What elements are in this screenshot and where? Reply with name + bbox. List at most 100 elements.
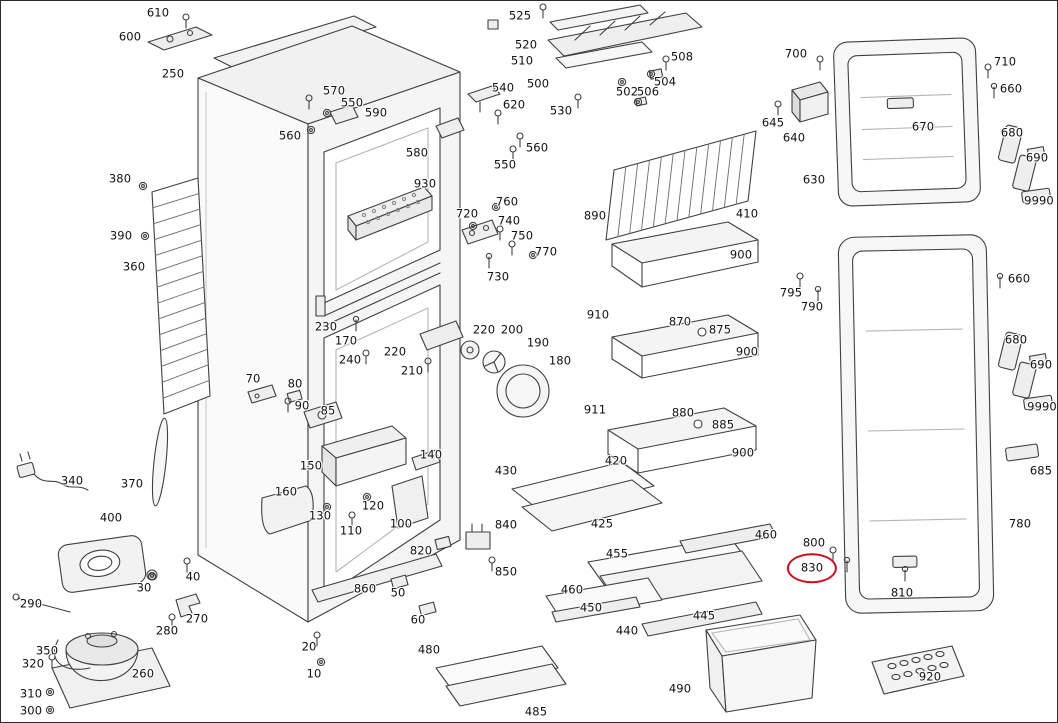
part-label-540[interactable]: 540 (491, 80, 515, 95)
part-label-840[interactable]: 840 (494, 517, 518, 532)
part-label-150[interactable]: 150 (299, 458, 323, 473)
part-label-455[interactable]: 455 (605, 546, 629, 561)
part-label-210[interactable]: 210 (400, 363, 424, 378)
part-label-870[interactable]: 870 (668, 314, 692, 329)
part-label-10[interactable]: 10 (306, 666, 322, 681)
part-label-400[interactable]: 400 (99, 510, 123, 525)
part-label-860[interactable]: 860 (353, 581, 377, 596)
part-label-500[interactable]: 500 (526, 76, 550, 91)
part-label-300[interactable]: 300 (19, 703, 43, 718)
part-label-730[interactable]: 730 (486, 269, 510, 284)
part-label-85[interactable]: 85 (320, 403, 336, 418)
part-label-810[interactable]: 810 (890, 585, 914, 600)
part-label-660[interactable]: 660 (1007, 271, 1031, 286)
part-label-690[interactable]: 690 (1029, 357, 1053, 372)
part-label-270[interactable]: 270 (185, 611, 209, 626)
part-label-410[interactable]: 410 (735, 206, 759, 221)
part-label-420[interactable]: 420 (604, 453, 628, 468)
part-label-90[interactable]: 90 (294, 398, 310, 413)
part-label-550[interactable]: 550 (340, 95, 364, 110)
part-label-720[interactable]: 720 (455, 206, 479, 221)
part-label-310[interactable]: 310 (19, 686, 43, 701)
part-label-200[interactable]: 200 (500, 322, 524, 337)
part-label-510[interactable]: 510 (510, 53, 534, 68)
part-label-390[interactable]: 390 (109, 228, 133, 243)
part-label-502[interactable]: 502 (615, 84, 639, 99)
part-label-930[interactable]: 930 (413, 176, 437, 191)
part-label-530[interactable]: 530 (549, 103, 573, 118)
part-label-830-highlighted[interactable]: 830 (800, 560, 824, 575)
part-label-750[interactable]: 750 (510, 228, 534, 243)
part-label-504[interactable]: 504 (653, 74, 677, 89)
part-label-525[interactable]: 525 (508, 8, 532, 23)
part-label-70[interactable]: 70 (245, 371, 261, 386)
part-label-670[interactable]: 670 (911, 119, 935, 134)
part-label-506[interactable]: 506 (636, 84, 660, 99)
part-label-600[interactable]: 600 (118, 29, 142, 44)
part-label-445[interactable]: 445 (692, 608, 716, 623)
part-label-660[interactable]: 660 (999, 81, 1023, 96)
part-label-290[interactable]: 290 (19, 596, 43, 611)
part-label-680[interactable]: 680 (1004, 332, 1028, 347)
part-label-630[interactable]: 630 (802, 172, 826, 187)
part-label-190[interactable]: 190 (526, 335, 550, 350)
part-label-560[interactable]: 560 (278, 128, 302, 143)
part-label-560[interactable]: 560 (525, 140, 549, 155)
part-label-685[interactable]: 685 (1029, 463, 1053, 478)
part-label-30[interactable]: 30 (136, 580, 152, 595)
part-label-380[interactable]: 380 (108, 171, 132, 186)
part-label-911[interactable]: 911 (583, 402, 607, 417)
part-label-250[interactable]: 250 (161, 66, 185, 81)
part-label-120[interactable]: 120 (361, 498, 385, 513)
part-label-910[interactable]: 910 (586, 307, 610, 322)
part-label-370[interactable]: 370 (120, 476, 144, 491)
part-label-480[interactable]: 480 (417, 642, 441, 657)
part-label-610[interactable]: 610 (146, 5, 170, 20)
part-label-885[interactable]: 885 (711, 417, 735, 432)
part-label-60[interactable]: 60 (410, 612, 426, 627)
part-label-508[interactable]: 508 (670, 49, 694, 64)
part-label-240[interactable]: 240 (338, 352, 362, 367)
part-label-880[interactable]: 880 (671, 405, 695, 420)
part-label-180[interactable]: 180 (548, 353, 572, 368)
part-label-570[interactable]: 570 (322, 83, 346, 98)
part-label-140[interactable]: 140 (419, 447, 443, 462)
part-label-875[interactable]: 875 (708, 322, 732, 337)
part-label-160[interactable]: 160 (274, 484, 298, 499)
part-label-110[interactable]: 110 (339, 523, 363, 538)
part-label-490[interactable]: 490 (668, 681, 692, 696)
part-label-450[interactable]: 450 (579, 600, 603, 615)
part-label-460[interactable]: 460 (754, 527, 778, 542)
part-label-40[interactable]: 40 (185, 569, 201, 584)
part-label-800[interactable]: 800 (802, 535, 826, 550)
part-label-220[interactable]: 220 (383, 344, 407, 359)
part-label-780[interactable]: 780 (1008, 516, 1032, 531)
part-label-460[interactable]: 460 (560, 582, 584, 597)
part-label-280[interactable]: 280 (155, 623, 179, 638)
part-label-360[interactable]: 360 (122, 259, 146, 274)
part-label-550[interactable]: 550 (493, 157, 517, 172)
part-label-710[interactable]: 710 (993, 54, 1017, 69)
part-label-760[interactable]: 760 (495, 194, 519, 209)
part-label-350[interactable]: 350 (35, 643, 59, 658)
part-label-645[interactable]: 645 (761, 115, 785, 130)
part-label-230[interactable]: 230 (314, 319, 338, 334)
part-label-485[interactable]: 485 (524, 704, 548, 719)
part-label-620[interactable]: 620 (502, 97, 526, 112)
part-label-220[interactable]: 220 (472, 322, 496, 337)
part-label-580[interactable]: 580 (405, 145, 429, 160)
part-label-320[interactable]: 320 (21, 656, 45, 671)
part-label-430[interactable]: 430 (494, 463, 518, 478)
part-label-9990[interactable]: 9990 (1024, 193, 1054, 208)
part-label-50[interactable]: 50 (390, 585, 406, 600)
part-label-100[interactable]: 100 (389, 516, 413, 531)
part-label-9990[interactable]: 9990 (1027, 399, 1057, 414)
part-label-20[interactable]: 20 (301, 639, 317, 654)
part-label-520[interactable]: 520 (514, 37, 538, 52)
part-label-340[interactable]: 340 (60, 473, 84, 488)
part-label-850[interactable]: 850 (494, 564, 518, 579)
part-label-795[interactable]: 795 (779, 285, 803, 300)
part-label-900[interactable]: 900 (731, 445, 755, 460)
part-label-590[interactable]: 590 (364, 105, 388, 120)
part-label-680[interactable]: 680 (1000, 125, 1024, 140)
